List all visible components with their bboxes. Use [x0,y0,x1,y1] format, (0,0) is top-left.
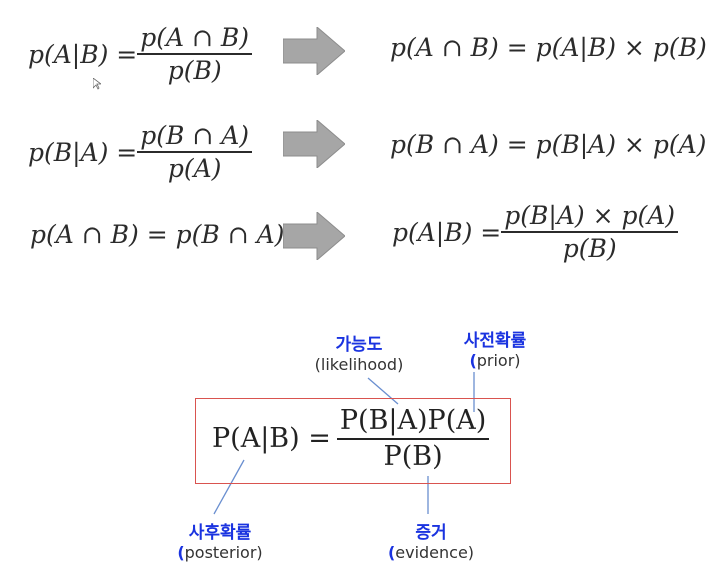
prior-label: 사전확률 (prior) [440,326,550,370]
mouse-cursor-icon [93,78,101,90]
denominator: p(B) [167,56,222,86]
posterior-label-en: (posterior) [177,543,263,562]
right-arrow-icon [283,27,345,75]
formula-row3-right: p(A|B) = p(B|A) × p(A) p(B) [392,200,679,265]
numerator: p(B|A) × p(A) [504,201,676,230]
fraction: p(B|A) × p(A) p(B) [501,200,679,265]
prior-label-en: (prior) [469,351,521,370]
evidence-label-en-text: evidence [395,543,468,562]
likelihood-label: 가능도 (likelihood) [300,330,418,374]
bayes-fraction: P(B|A)P(A) P(B) [336,404,490,474]
denominator: p(B) [562,234,617,264]
likelihood-label-en: (likelihood) [314,355,404,374]
fraction-bar [137,53,253,56]
formula-lhs: p(A|B) = [392,217,502,247]
fraction-bar [137,151,253,154]
prior-label-kr: 사전확률 [463,331,527,351]
likelihood-pointer-line [367,377,399,405]
formula-row3-left: p(A ∩ B) = p(B ∩ A) [30,220,285,249]
formula-lhs: p(B|A) = [28,137,138,167]
bayes-formula-box [195,398,511,484]
posterior-label-kr: 사후확률 [188,523,252,543]
evidence-label: 증거 (evidence) [376,518,486,562]
right-arrow-icon [283,120,345,168]
posterior-label: 사후확률 (posterior) [160,518,280,562]
prior-label-en-text: prior [476,351,515,370]
bayes-numerator: P(B|A)P(A) [339,405,487,436]
posterior-pointer-line [213,459,245,515]
likelihood-label-kr: 가능도 [335,335,383,355]
bayes-formula: P(A|B) = P(B|A)P(A) P(B) [212,404,490,474]
numerator: p(B ∩ A) [140,121,250,150]
fraction-bar [501,231,679,234]
fraction: p(A ∩ B) p(B) [137,22,253,87]
evidence-label-en: (evidence) [387,543,475,562]
right-arrow-icon [283,212,345,260]
bayes-denominator: P(B) [383,440,443,472]
bayes-lhs: P(A|B) = [212,423,331,455]
denominator: p(A) [167,154,222,184]
formula-row1-left: p(A|B) = p(A ∩ B) p(B) [28,22,253,87]
evidence-label-kr: 증거 [415,523,447,543]
likelihood-label-en-text: likelihood [320,355,398,374]
posterior-label-en-text: posterior [184,543,257,562]
numerator: p(A ∩ B) [140,23,250,52]
fraction-bar [336,437,490,440]
formula-row1-right: p(A ∩ B) = p(A|B) × p(B) [390,33,707,62]
formula-row2-right: p(B ∩ A) = p(B|A) × p(A) [390,130,707,159]
fraction: p(B ∩ A) p(A) [137,120,253,185]
formula-lhs: p(A|B) = [28,39,138,69]
formula-row2-left: p(B|A) = p(B ∩ A) p(A) [28,120,253,185]
